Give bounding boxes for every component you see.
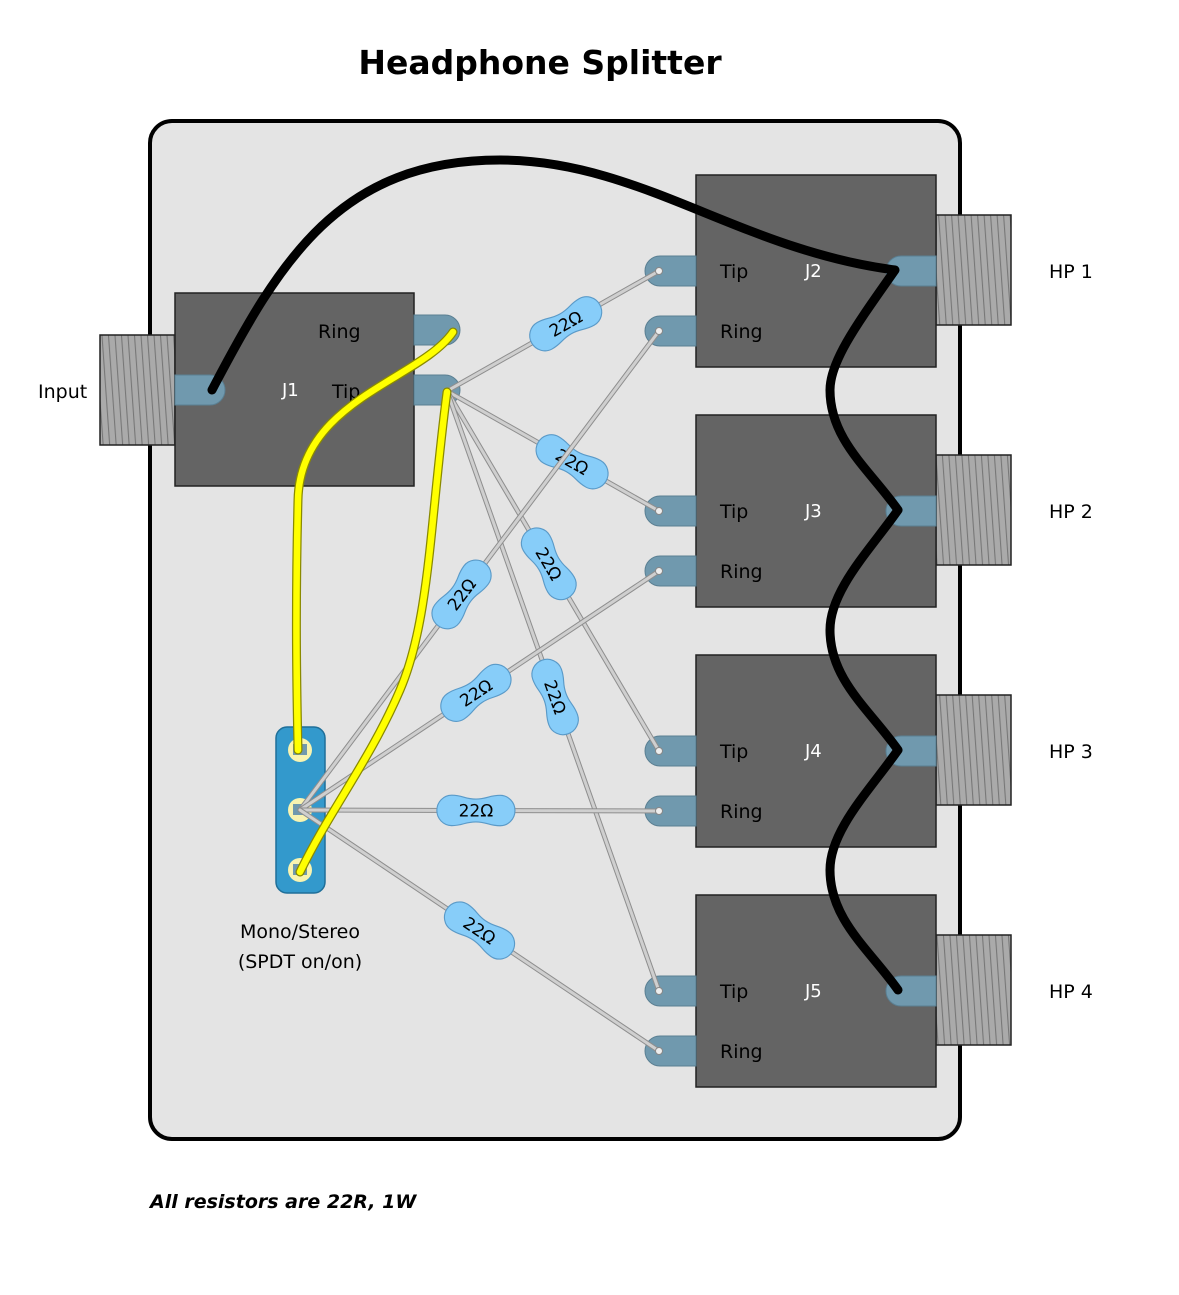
- output-jack-tip-label: Tip: [719, 741, 748, 763]
- resistor-body: [529, 296, 603, 352]
- resistor-body: [440, 663, 512, 722]
- output-jack-ring-label: Ring: [720, 1041, 763, 1063]
- output-jack-external-label: HP 3: [1049, 741, 1093, 763]
- output-jack-external-label: HP 1: [1049, 261, 1093, 283]
- yellow-wires: [291, 327, 458, 877]
- resistor-body: [436, 794, 516, 827]
- resistor-wire-1: 22Ω: [444, 267, 663, 394]
- switch-label-line1: Mono/Stereo: [240, 921, 360, 943]
- resistor: 22Ω: [529, 296, 603, 352]
- wire-end: [655, 747, 663, 755]
- ground-wire: [207, 155, 903, 995]
- resistor-wire-3: 22Ω: [444, 388, 663, 755]
- resistor-body: [520, 527, 577, 601]
- resistor-label: 22Ω: [459, 801, 494, 821]
- output-jack-tip-label: Tip: [719, 501, 748, 523]
- resistor-wire-7: 22Ω: [297, 794, 663, 827]
- wire-end: [655, 807, 663, 815]
- output-jack-tip-label: Tip: [719, 261, 748, 283]
- output-jack-thread: [935, 214, 1012, 326]
- wire-end: [655, 567, 663, 575]
- resistor-body: [431, 559, 492, 630]
- wire-end: [655, 1047, 663, 1055]
- footnote: All resistors are 22R, 1W: [148, 1191, 417, 1213]
- resistor-body: [443, 901, 516, 960]
- wire-end: [655, 507, 663, 515]
- switch-label-line2: (SPDT on/on): [238, 951, 362, 973]
- output-jack-ring-lug: [644, 1035, 697, 1067]
- wire-end: [655, 267, 663, 275]
- input-jack-ring-label: Ring: [318, 321, 361, 343]
- wire-end: [655, 327, 663, 335]
- output-jack-tip-label: Tip: [719, 981, 748, 1003]
- output-jack-id: J5: [804, 981, 822, 1002]
- output-jack-thread: [935, 934, 1012, 1046]
- output-jack-thread: [935, 694, 1012, 806]
- output-jack-id: J2: [804, 261, 822, 282]
- output-jack-thread: [935, 454, 1012, 566]
- input-jack-thread: [99, 334, 176, 446]
- resistor-wire-5: 22Ω: [297, 327, 663, 813]
- resistor: 22Ω: [436, 794, 516, 827]
- output-jack-external-label: HP 2: [1049, 501, 1093, 523]
- input-jack-id: J1: [281, 380, 299, 401]
- output-jack-id: J4: [804, 741, 822, 762]
- wire-end: [655, 987, 663, 995]
- output-jack-tip-lug: [644, 255, 697, 287]
- output-jack-tip-lug: [644, 495, 697, 527]
- resistor-body: [531, 658, 579, 736]
- resistor-body: [535, 434, 609, 490]
- input-label: Input: [38, 381, 87, 403]
- output-jack-ring-lug: [644, 555, 697, 587]
- output-jack-id: J3: [804, 501, 822, 522]
- yellow-wire-tip-to-switch: [296, 388, 451, 876]
- resistor-wire-4: 22Ω: [444, 388, 663, 995]
- diagram-title: Headphone Splitter: [358, 43, 722, 82]
- output-jack-ring-label: Ring: [720, 321, 763, 343]
- output-jack-ring-label: Ring: [720, 801, 763, 823]
- output-jack-external-label: HP 4: [1049, 981, 1093, 1003]
- output-jack-ring-label: Ring: [720, 561, 763, 583]
- output-jack-ring-lug: [644, 315, 697, 347]
- input-jack-tip-label: Tip: [331, 381, 360, 403]
- yellow-wire-ring-to-switch: [293, 328, 457, 754]
- output-jack-tip-lug: [644, 735, 697, 767]
